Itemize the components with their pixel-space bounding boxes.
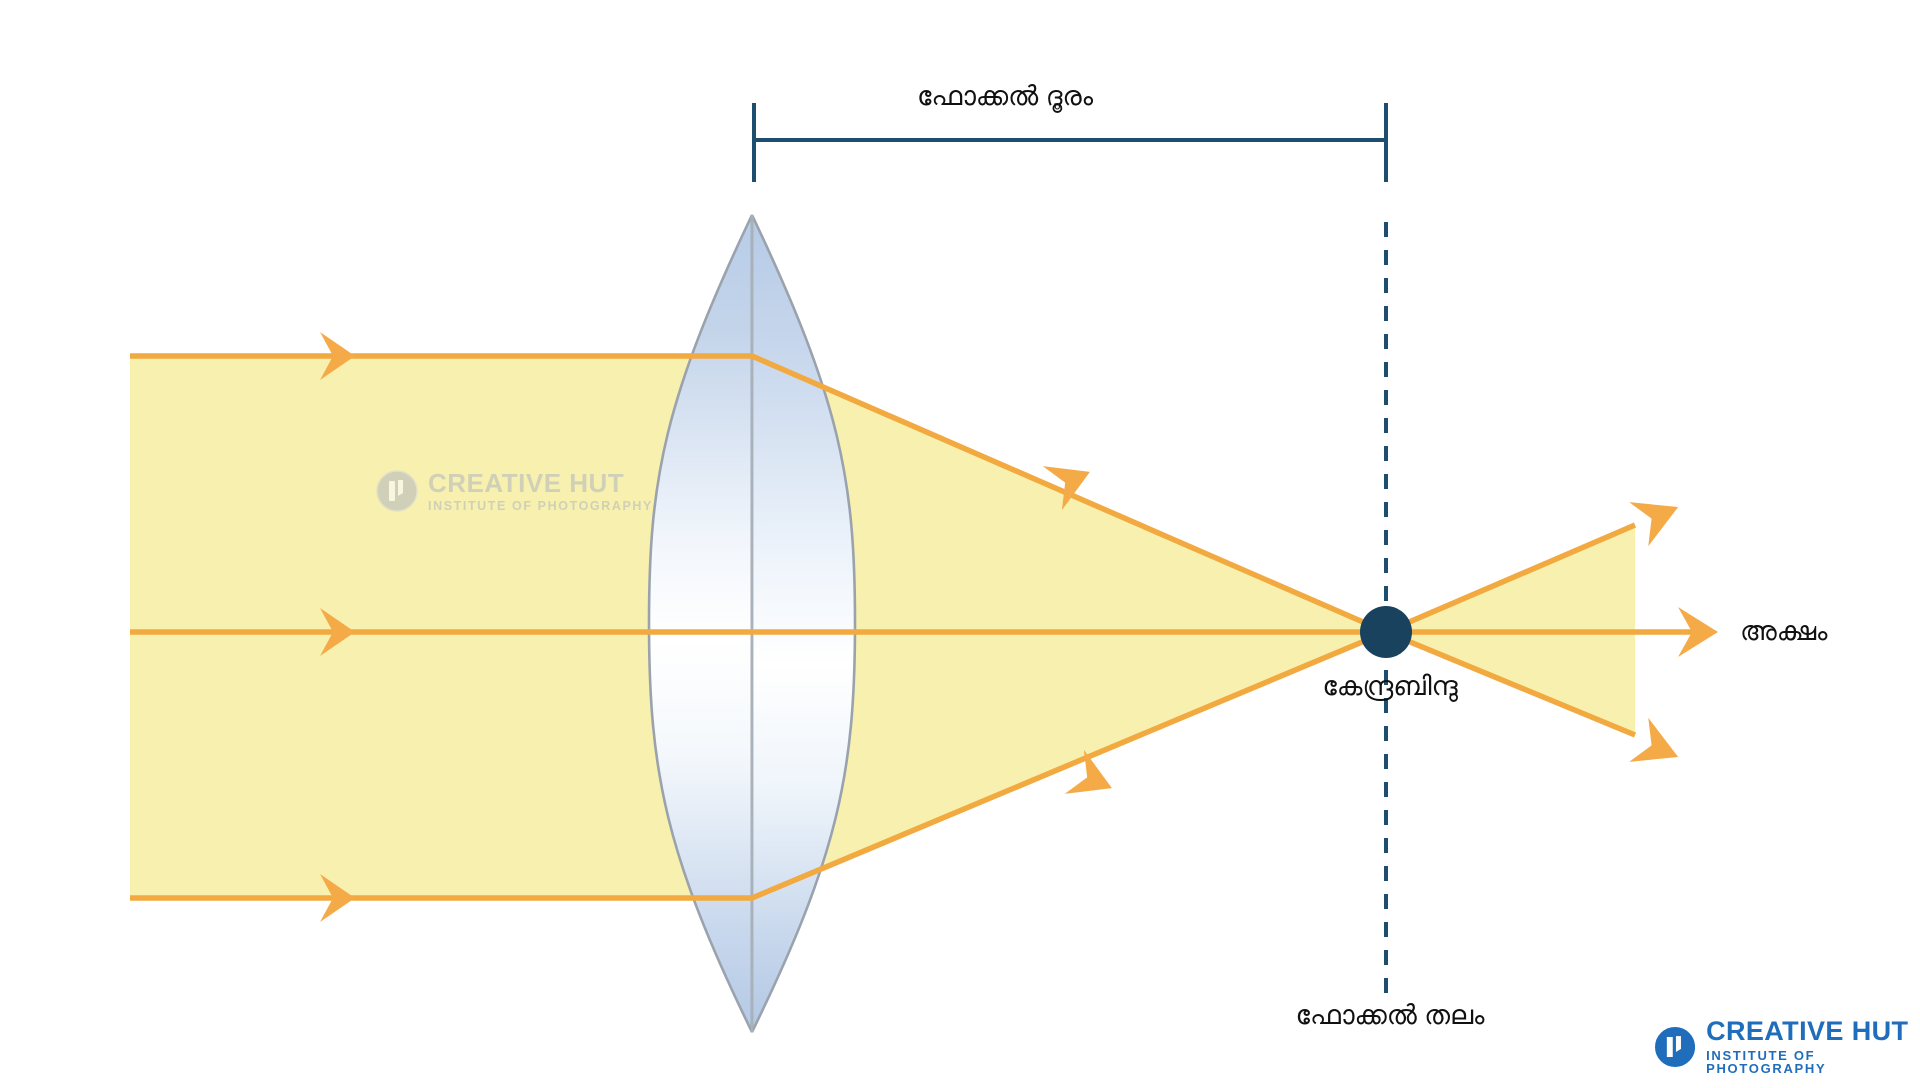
ray-bottom bbox=[130, 629, 1637, 901]
convex-lens bbox=[647, 214, 857, 1033]
label-focal-point: കേന്ദ്രബിന്ദു bbox=[1322, 671, 1458, 701]
label-axis: അക്ഷം bbox=[1740, 616, 1828, 646]
brand-logo: CREATIVE HUT INSTITUTE OF PHOTOGRAPHY bbox=[1655, 1018, 1920, 1075]
logo-title: CREATIVE HUT bbox=[1706, 1016, 1909, 1046]
arrowhead-incoming-top bbox=[320, 332, 355, 380]
creative-hut-logo-icon bbox=[376, 470, 418, 512]
beam-incoming-upper bbox=[130, 356, 752, 632]
creative-hut-logo-icon bbox=[1655, 1026, 1696, 1067]
arrowhead-axis-right bbox=[1678, 607, 1718, 657]
beam-incoming-lower bbox=[130, 632, 752, 898]
watermark: CREATIVE HUT INSTITUTE OF PHOTOGRAPHY bbox=[376, 470, 653, 513]
lens-left-half bbox=[647, 214, 754, 1033]
watermark-title: CREATIVE HUT bbox=[428, 468, 625, 498]
arrowhead-incoming-bottom bbox=[320, 874, 355, 922]
arrowhead-diverging-lower bbox=[1629, 717, 1679, 762]
arrowhead-converging-upper bbox=[1064, 749, 1112, 794]
focal-distance-bracket bbox=[752, 103, 1388, 182]
lens-right-half bbox=[750, 214, 857, 1033]
arrowhead-incoming-middle bbox=[320, 608, 355, 656]
ray-arrowheads-group bbox=[320, 332, 1718, 922]
watermark-subtitle: INSTITUTE OF PHOTOGRAPHY bbox=[428, 499, 653, 513]
arrowhead-converging-lower bbox=[1042, 466, 1090, 511]
focal-point-dot bbox=[1360, 606, 1412, 658]
arrowhead-diverging-upper bbox=[1629, 502, 1679, 547]
label-focal-plane: ഫോക്കൽ തലം bbox=[1295, 1000, 1485, 1030]
label-focal-distance: ഫോക്കൽ ദൂരം bbox=[916, 81, 1094, 111]
logo-subtitle: INSTITUTE OF PHOTOGRAPHY bbox=[1706, 1048, 1827, 1076]
